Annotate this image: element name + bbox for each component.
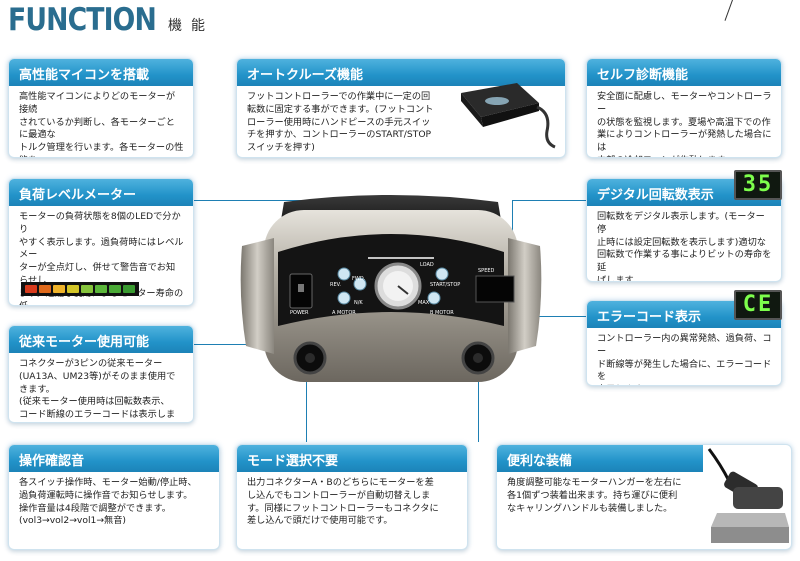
connector-line [478,382,479,442]
card-title: 操作確認音 [9,445,219,472]
label-b-motor: B MOTOR [430,310,454,316]
connector-line [192,200,362,201]
card-convenient-equipment: 便利な装備 角度調整可能なモーターハンガーを左右に 各1個ずつ装着出来ます。持ち… [496,444,792,550]
card-auto-cruise: オートクルーズ機能 フットコントローラーでの作業中に一定の回 転数に固定する事が… [236,58,566,158]
connector-line [512,200,587,201]
card-title: オートクルーズ機能 [237,59,565,86]
card-legacy-motor: 従来モーター使用可能 コネクターが3ピンの従来モーター (UA13A、UM23等… [8,325,194,423]
card-title: 従来モーター使用可能 [9,326,193,353]
led-segment [95,285,107,293]
label-power: POWER [290,310,309,316]
card-microcomputer: 高性能マイコンを搭載 高性能マイコンによりどのモーターが接続 されているか判断し… [8,58,194,158]
rpm-display: 35 [734,170,782,200]
page-title: FUNCTION [8,2,157,38]
card-title: セルフ診断機能 [587,59,781,86]
label-rev: REV. [330,282,341,288]
card-load-meter: 負荷レベルメーター モーターの負荷状態を8個のLEDで分かり やすく表示します。… [8,178,194,306]
led-segment [25,285,37,293]
card-body: 出力コネクターA・Bのどちらにモーターを差 し込んでもコントローラーが自動切替え… [247,477,439,527]
card-body: コネクターが3ピンの従来モーター (UA13A、UM23等)がそのまま使用できま… [19,358,176,422]
card-title: 負荷レベルメーター [9,179,193,206]
page-header: FUNCTION 機能 [0,0,800,44]
led-level-meter [21,282,139,296]
card-title: 高性能マイコンを搭載 [9,59,193,86]
card-body: 各スイッチ操作時、モーター始動/停止時、 過負荷運転時に操作音でお知らせします。… [19,477,197,527]
led-segment [123,285,135,293]
card-body: フットコントローラーでの作業中に一定の回 転数に固定する事ができます。(フットコ… [247,91,434,154]
label-load: LOAD [420,262,434,268]
led-segment [53,285,65,293]
connector-line [306,382,307,442]
card-body: コントローラー内の異常発熱、過負荷、コー ド断線等が発生した場合に、エラーコード… [597,333,772,385]
controller-body-illustration [240,195,542,382]
card-body: 高性能マイコンによりどのモーターが接続 されているか判断し、各モーターごとに最適… [19,91,184,157]
card-mode-select: モード選択不要 出力コネクターA・Bのどちらにモーターを差 し込んでもコントロー… [236,444,468,550]
label-speed: SPEED [478,268,495,274]
label-max: MAX [418,300,430,306]
label-nk: N/K [354,300,363,306]
motor-hanger-illustration [707,448,789,543]
led-segment [109,285,121,293]
label-fwd: FWD. [352,276,366,282]
card-body: 回転数をデジタル表示します。(モーター停 止時には設定回転数を表示します)適切な… [597,211,772,282]
card-operation-sound: 操作確認音 各スイッチ操作時、モーター始動/停止時、 過負荷運転時に操作音でお知… [8,444,220,550]
led-segment [67,285,79,293]
page-subtitle: 機能 [168,18,214,34]
label-a-motor: A MOTOR [332,310,356,316]
card-title: モード選択不要 [237,445,467,472]
card-self-diagnosis: セルフ診断機能 安全面に配慮し、モーターやコントローラー の状態を監視します。夏… [586,58,782,158]
error-code-display: CE [734,290,782,320]
foot-controller-illustration [461,83,556,149]
label-start-stop: START/STOP [430,282,461,288]
card-body: 安全面に配慮し、モーターやコントローラー の状態を監視します。夏場や高温下での作… [597,91,772,157]
card-body: 角度調整可能なモーターハンガーを左右に 各1個ずつ装着出来ます。持ち運びに便利 … [507,477,682,514]
card-title: 便利な装備 [497,445,703,472]
led-segment [81,285,93,293]
controller-device: POWER REV. FWD. N/K A MOTOR LOAD START/S… [238,186,544,392]
decorative-line [724,0,733,21]
led-segment [39,285,51,293]
